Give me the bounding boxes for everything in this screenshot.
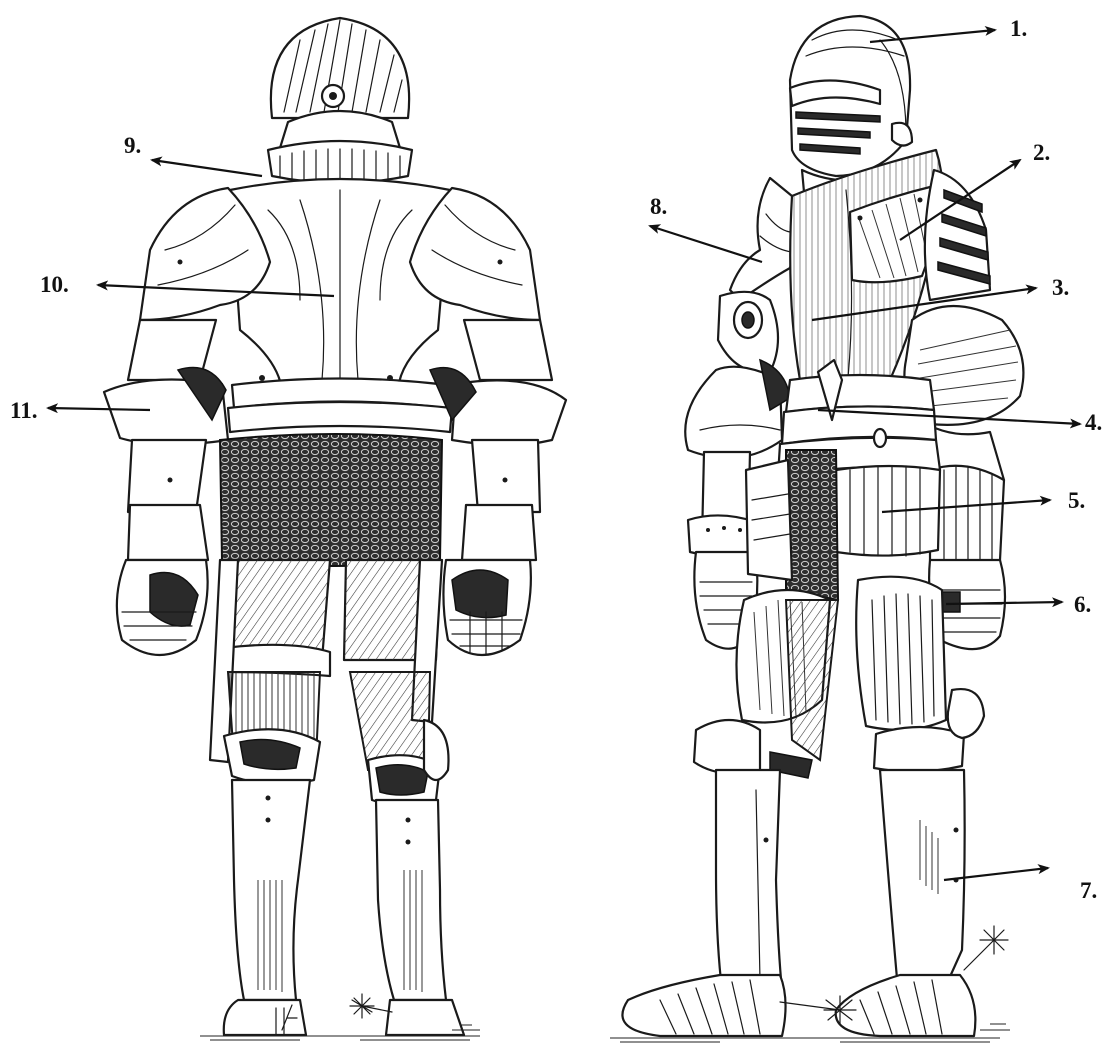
rear-sabatons xyxy=(200,994,480,1040)
label-8: 8. xyxy=(650,194,667,219)
arrow-9 xyxy=(152,160,262,176)
rear-greaves xyxy=(232,780,446,1000)
rear-helmet xyxy=(268,111,412,188)
backplate xyxy=(228,179,452,432)
label-4: 4. xyxy=(1085,410,1102,435)
label-11: 11. xyxy=(10,398,37,423)
label-6: 6. xyxy=(1074,592,1091,617)
label-3: 3. xyxy=(1052,275,1069,300)
label-1: 1. xyxy=(1010,16,1027,41)
label-5: 5. xyxy=(1068,488,1085,513)
helmet-crest xyxy=(271,18,409,118)
front-legs xyxy=(694,577,984,990)
rear-view-figure xyxy=(104,18,566,1040)
label-10: 10. xyxy=(40,272,69,297)
arrow-8 xyxy=(650,226,762,262)
label-9: 9. xyxy=(124,133,141,158)
label-7: 7. xyxy=(1080,878,1097,903)
label-2: 2. xyxy=(1033,140,1050,165)
front-view-figure xyxy=(610,16,1023,1042)
rear-mail-skirt xyxy=(220,434,442,566)
front-left-pauldron xyxy=(718,178,796,372)
